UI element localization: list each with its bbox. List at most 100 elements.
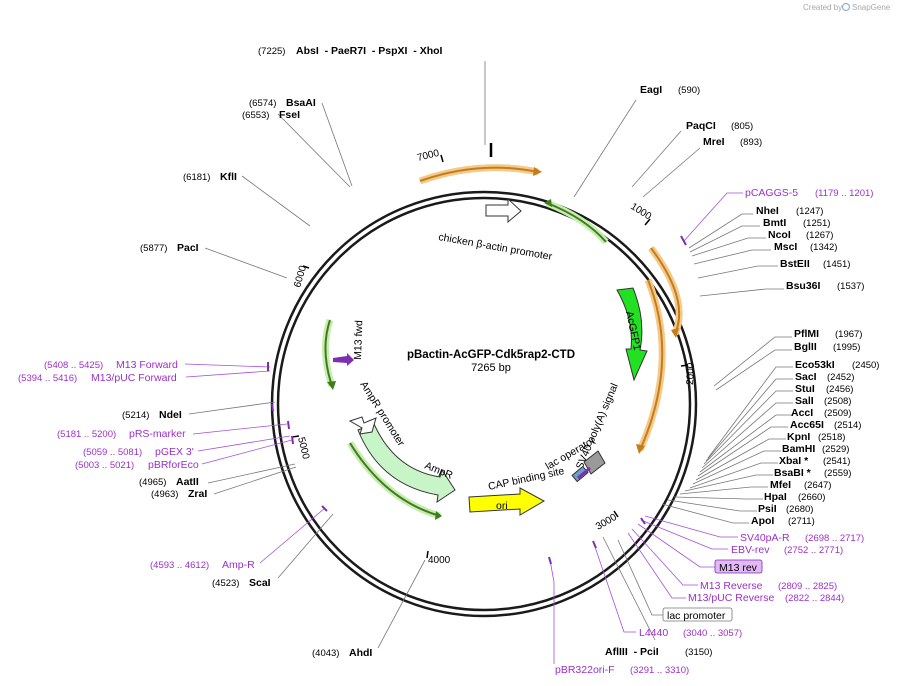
leader-bmti [689, 225, 760, 253]
enzyme-hpai: HpaI [764, 491, 787, 503]
enzyme-acc65i-pos: (2514) [834, 420, 861, 431]
leader-aatii [207, 463, 296, 484]
backbone-inner-ring [276, 196, 692, 612]
m13-fwd-label: M13 fwd [352, 320, 365, 360]
primer-mark-ori [548, 556, 552, 565]
ori-label: ori [496, 500, 508, 512]
leader-pcii [602, 536, 656, 641]
primer-m13pucreverse: M13/pUC Reverse [688, 592, 775, 604]
enzyme-ndei-pos: (5214) [122, 410, 149, 421]
enzyme-xbai-pos: (2541) [823, 456, 850, 467]
primer-m13pucfwd: M13/pUC Forward [91, 372, 177, 384]
ampr-arrow [357, 423, 456, 504]
primer-m13reverse-pos: (2809 .. 2825) [778, 581, 837, 592]
chicken-actin-promoter-label: chicken β-actin promoter [437, 231, 553, 263]
enzyme-zrai-pos: (4963) [151, 489, 178, 500]
enzyme-sali-pos: (2508) [824, 396, 851, 407]
enzyme-ndei: NdeI [159, 409, 182, 421]
pleader-prsmarker [192, 423, 288, 435]
primer-prsmarker: pRS-marker [129, 428, 186, 440]
leader-msci [693, 249, 771, 265]
pleader-pcaggs5 [683, 192, 743, 242]
enzyme-eagi: EagI [640, 84, 662, 96]
tick-6000-mark [302, 265, 310, 269]
leader-acc65i [697, 426, 788, 477]
primer-pbrforeco-pos: (5003 .. 5021) [75, 460, 134, 471]
enzyme-bsaai-pos: (6574) [249, 98, 276, 109]
enzyme-acc65i: Acc65I [790, 419, 824, 431]
leader-mrei [642, 147, 701, 198]
cap-site-box [571, 465, 589, 483]
enzyme-psii-pos: (2680) [786, 504, 813, 515]
primer-l4440-pos: (3040 .. 3057) [683, 628, 742, 639]
credit-prefix: Created by [803, 3, 842, 12]
enzyme-nhei-pos: (1247) [796, 206, 823, 217]
tick-2000-mark [680, 364, 689, 367]
enzyme-zrai: ZraI [188, 488, 207, 500]
primer-leaders [184, 192, 743, 664]
tick-5000: 5000 [295, 436, 311, 461]
plasmid-name: pBactin-AcGFP-Cdk5rap2-CTD [407, 349, 575, 361]
tick-3000: 3000 [594, 512, 619, 533]
leader-apoi [661, 503, 749, 524]
primer-m13fwd-pos: (5408 .. 5425) [44, 360, 103, 371]
leader-ndei [188, 401, 276, 415]
credit-brand: SnapGene [852, 3, 891, 12]
pleader-m13fwd [184, 363, 271, 368]
enzyme-saci: SacI [795, 371, 817, 383]
primer-m13fwd: M13 Forward [116, 359, 178, 371]
snapgene-logo-icon [841, 2, 851, 12]
primer-ampr-pos: (4593 .. 4612) [150, 560, 209, 571]
enzyme-saci-pos: (2452) [827, 372, 854, 383]
primer-mark-l4440 [592, 540, 597, 549]
lac-promoter-box [662, 607, 733, 622]
arc-green-top [546, 202, 607, 243]
plasmid-size: 7265 bp [471, 362, 511, 374]
arc-green-left [324, 319, 333, 387]
enzyme-bsabi-pos: (2559) [824, 468, 851, 479]
enzyme-ncoi-pos: (1267) [806, 230, 833, 241]
leader-eco53ki [707, 366, 793, 459]
pleader-m13pucfwd [185, 370, 271, 378]
enzyme-bsaai: BsaAI [286, 97, 316, 109]
enzyme-labels: (7225) AbsI - PaeR7I - PspXI - XhoI EagI… [122, 45, 879, 659]
enzyme-fsei: FseI [279, 109, 300, 121]
enzyme-mrei-pos: (893) [740, 137, 762, 148]
primer-pcaggs5-pos: (1179 .. 1201) [815, 188, 873, 199]
enzyme-msci-pos: (1342) [810, 242, 837, 253]
primer-ampr: Amp-R [222, 559, 255, 571]
arc-top-arrowhead [533, 167, 542, 176]
enzyme-aatii-pos: (4965) [139, 477, 166, 488]
pleader-ampr [259, 507, 326, 564]
enzyme-bamhi: BamHI [782, 443, 815, 455]
backbone-outer-ring [270, 190, 698, 618]
leader-bsteii [697, 265, 778, 279]
enzyme-mrei: MreI [703, 136, 725, 148]
tick-1000-mark [644, 218, 651, 226]
primer-l4440: L4440 [639, 627, 668, 639]
leader-acci [699, 414, 793, 473]
leader-stui [703, 390, 793, 465]
primer-pgex3-pos: (5059 .. 5081) [83, 447, 142, 458]
ori-arrow [468, 487, 546, 516]
arc-right-b-arrowhead [636, 444, 645, 454]
cap-binding-site-label: CAP binding site [487, 465, 565, 493]
plasmid-title-group: pBactin-AcGFP-Cdk5rap2-CTD 7265 bp [407, 349, 575, 374]
leader-psii [667, 499, 757, 512]
leader-zrai [213, 466, 297, 495]
arc-right-b-halo [636, 278, 666, 452]
enzyme-eagi-pos: (590) [678, 85, 700, 96]
arc-green-bottom-arrowhead [435, 511, 442, 520]
enzyme-kfli: KflI [220, 171, 237, 183]
primer-mark-pcaggs5 [680, 235, 687, 246]
primer-pbr322orif-pos: (3291 .. 3310) [630, 665, 689, 676]
enzyme-scai: ScaI [249, 577, 271, 589]
enzyme-leaders [188, 61, 793, 649]
primer-mark-ampr [321, 505, 328, 512]
leader-pflmi [713, 336, 792, 387]
enzyme-afliii-pos: (3150) [685, 647, 712, 658]
lac-promoter-label: lac promoter [667, 610, 726, 622]
arc-right-b [639, 279, 664, 451]
primer-prsmarker-pos: (5181 .. 5200) [57, 429, 116, 440]
leader-bamhi [692, 450, 781, 485]
